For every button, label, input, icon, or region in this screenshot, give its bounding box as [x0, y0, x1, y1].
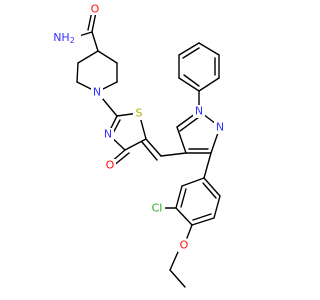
bond	[91, 31, 99, 52]
bond	[178, 77, 200, 92]
bond	[169, 269, 186, 288]
amide-nitrogen-label: NH2	[53, 31, 75, 45]
bond	[182, 47, 200, 59]
ether-oxygen-label: O	[180, 239, 189, 252]
bond	[78, 31, 93, 37]
bond	[178, 42, 200, 56]
bond	[213, 195, 221, 219]
bond	[198, 77, 220, 92]
bond	[203, 152, 212, 179]
bond	[175, 207, 193, 226]
bond	[176, 126, 187, 154]
thiazolone-sulfur-label: S	[136, 107, 143, 120]
amide-nh-subscript: 2	[70, 36, 75, 45]
bond	[192, 213, 212, 221]
amide-nh-text: NH	[53, 31, 70, 44]
amide-oxygen-label: O	[91, 3, 100, 16]
bond	[175, 185, 183, 209]
carbonyl-oxygen-label: O	[106, 159, 115, 172]
bond	[145, 138, 162, 157]
atom-labels: NH2 O N S N O N N Cl O	[53, 2, 226, 252]
bond	[198, 42, 220, 56]
bond	[181, 177, 205, 187]
bond	[124, 138, 147, 151]
bond	[169, 251, 179, 271]
pyrazole-n2-label: N	[216, 121, 224, 134]
bond	[91, 11, 97, 33]
bond	[160, 152, 187, 157]
molecule-structure-diagram: NH2 O N S N O N N Cl O	[53, 2, 226, 288]
chlorine-label: Cl	[152, 202, 163, 215]
bond	[191, 217, 215, 226]
bond	[97, 50, 118, 64]
bond	[202, 182, 217, 199]
bond	[183, 74, 200, 87]
thiazolone-nitrogen-label: N	[104, 128, 112, 141]
bond	[141, 141, 158, 161]
piperidine-nitrogen-label: N	[93, 86, 101, 99]
bonds	[76, 10, 221, 288]
pyrazole-n1-label: N	[195, 105, 203, 118]
bond	[186, 224, 193, 239]
bond	[179, 116, 200, 132]
bond	[180, 188, 187, 208]
bond	[203, 177, 221, 197]
bond	[76, 62, 79, 83]
bond	[77, 50, 99, 64]
